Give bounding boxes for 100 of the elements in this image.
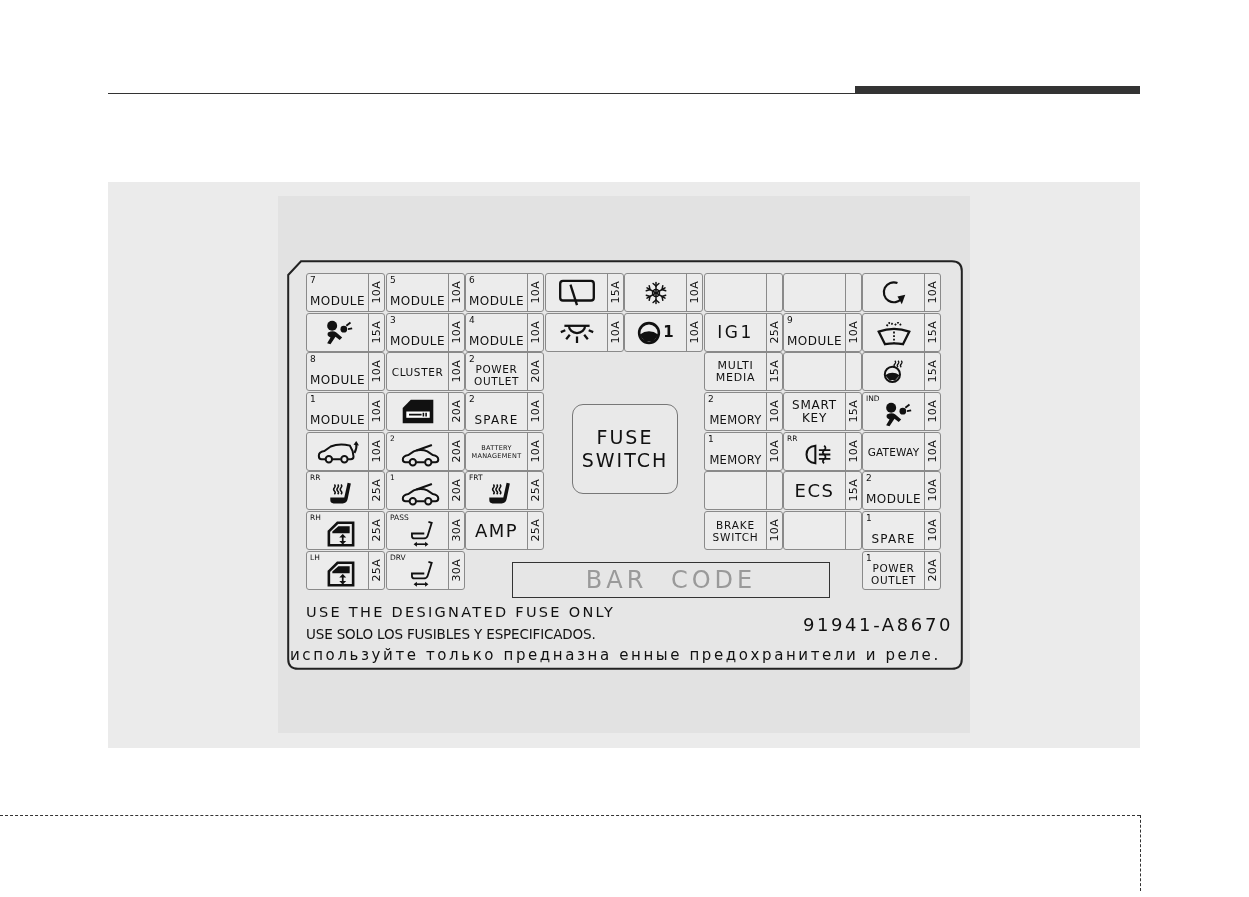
fuse-name: MODULE bbox=[389, 335, 446, 348]
fuse-rating: 10A bbox=[370, 281, 383, 304]
fuse-rating: 10A bbox=[768, 440, 781, 463]
fuse-slot bbox=[545, 313, 624, 352]
fuse-rating: 15A bbox=[609, 281, 622, 304]
fuse-rating: 15A bbox=[768, 360, 781, 383]
fuse-rating: 10A bbox=[688, 321, 701, 344]
fuse-slot bbox=[465, 511, 544, 550]
fuse-name: MULTI MEDIA bbox=[715, 359, 756, 384]
fuse-slot bbox=[704, 392, 783, 431]
fuse-number: 3 bbox=[390, 315, 396, 325]
fuse-switch-box bbox=[572, 404, 678, 494]
fuse-name: POWER OUTLET bbox=[474, 363, 519, 387]
fuse-number: 1 bbox=[708, 434, 714, 444]
fuse-rating: 10A bbox=[926, 281, 939, 304]
fuse-slot bbox=[862, 551, 941, 590]
fuse-slot bbox=[704, 432, 783, 471]
fuse-rating: 10A bbox=[688, 281, 701, 304]
fuse-number: 2 bbox=[708, 394, 714, 404]
fuse-name: SPARE bbox=[871, 533, 916, 546]
fuse-slot bbox=[465, 313, 544, 352]
fuse-rating: 10A bbox=[529, 400, 542, 423]
fuse-slot bbox=[783, 432, 862, 471]
fuse-rating: 20A bbox=[450, 440, 463, 463]
fuse-rating: 10A bbox=[847, 440, 860, 463]
fuse-rating: 10A bbox=[370, 360, 383, 383]
fuse-rating: 10A bbox=[450, 281, 463, 304]
fuse-slot bbox=[386, 313, 465, 352]
fuse-slot bbox=[862, 313, 941, 352]
fuse-slot bbox=[465, 392, 544, 431]
warning-text: используйте только предназна енные предохранители и реле. bbox=[290, 646, 941, 664]
fuse-rating: 20A bbox=[450, 400, 463, 423]
fuse-number: 6 bbox=[469, 275, 475, 285]
fuse-name: MODULE bbox=[468, 335, 525, 348]
fuse-slot bbox=[386, 352, 465, 391]
fuse-name: MODULE bbox=[786, 335, 843, 348]
fuse-slot bbox=[465, 471, 544, 510]
fuse-number: 5 bbox=[390, 275, 396, 285]
fuse-slot bbox=[465, 352, 544, 391]
fuse-number: 1 bbox=[866, 513, 872, 523]
part-number: 91941-A8670 bbox=[802, 614, 953, 635]
fuse-name: GATEWAY bbox=[867, 445, 920, 458]
fuse-slot bbox=[862, 432, 941, 471]
fuse-rating: 10A bbox=[926, 400, 939, 423]
fuse-slot bbox=[624, 273, 703, 312]
fuse-rating: 25A bbox=[370, 519, 383, 542]
fuse-slot bbox=[386, 392, 465, 431]
fuse-rating: 15A bbox=[370, 321, 383, 344]
fuse-number: 1 bbox=[663, 324, 674, 341]
barcode-box bbox=[512, 562, 830, 598]
fuse-number: 8 bbox=[310, 354, 316, 364]
fuse-name: MEMORY bbox=[709, 414, 762, 427]
fuse-number: 1 bbox=[866, 553, 872, 563]
fuse-rating: 20A bbox=[450, 479, 463, 502]
fuse-rating: 15A bbox=[926, 321, 939, 344]
fuse-rating: 10A bbox=[370, 440, 383, 463]
fuse-number: 9 bbox=[787, 315, 793, 325]
fuse-slot bbox=[624, 313, 703, 352]
fuse-slot bbox=[306, 392, 385, 431]
fuse-name: ECS bbox=[794, 480, 835, 501]
fuse-slot bbox=[386, 273, 465, 312]
fuse-rating: 20A bbox=[926, 559, 939, 582]
fuse-name: BRAKE SWITCH bbox=[712, 518, 759, 543]
fuse-slot bbox=[862, 273, 941, 312]
fuse-rating: 10A bbox=[847, 321, 860, 344]
fuse-label-panel bbox=[287, 260, 963, 670]
warning-text: USE SOLO LOS FUSIBLES Y ESPECIFICADOS. bbox=[306, 626, 596, 643]
fuse-slot bbox=[783, 313, 862, 352]
fuse-rating: 25A bbox=[768, 321, 781, 344]
fuse-name: MODULE bbox=[309, 295, 366, 308]
fuse-slot bbox=[704, 352, 783, 391]
fuse-slot bbox=[545, 273, 624, 312]
fuse-slot bbox=[465, 432, 544, 471]
fuse-rating: 25A bbox=[370, 479, 383, 502]
fuse-rating: 10A bbox=[529, 440, 542, 463]
fuse-rating: 10A bbox=[450, 321, 463, 344]
fuse-name: MODULE bbox=[865, 493, 922, 506]
fuse-slot bbox=[386, 511, 465, 550]
fuse-slot bbox=[465, 273, 544, 312]
fuse-slot bbox=[306, 313, 385, 352]
fuse-rating: 10A bbox=[926, 479, 939, 502]
fuse-rating: 10A bbox=[609, 321, 622, 344]
fuse-slot bbox=[306, 511, 385, 550]
warning-text: USE THE DESIGNATED FUSE ONLY bbox=[306, 604, 616, 622]
fuse-rating: 25A bbox=[370, 559, 383, 582]
fuse-rating: 10A bbox=[529, 321, 542, 344]
fuse-rating: 10A bbox=[926, 440, 939, 463]
fuse-switch-label: FUSE SWITCH bbox=[581, 426, 669, 472]
fuse-slot bbox=[862, 511, 941, 550]
fuse-name: CLUSTER bbox=[391, 365, 444, 378]
fuse-name: MODULE bbox=[468, 295, 525, 308]
barcode-placeholder-text: BAR CODE bbox=[585, 567, 757, 593]
fuse-number: 4 bbox=[469, 315, 475, 325]
fuse-name: SMART KEY bbox=[792, 398, 837, 425]
fuse-slot bbox=[704, 511, 783, 550]
fuse-rating: 15A bbox=[926, 360, 939, 383]
fuse-rating: 30A bbox=[450, 559, 463, 582]
fuse-slot bbox=[704, 313, 783, 352]
fuse-name: MODULE bbox=[389, 295, 446, 308]
fuse-rating: 10A bbox=[370, 400, 383, 423]
